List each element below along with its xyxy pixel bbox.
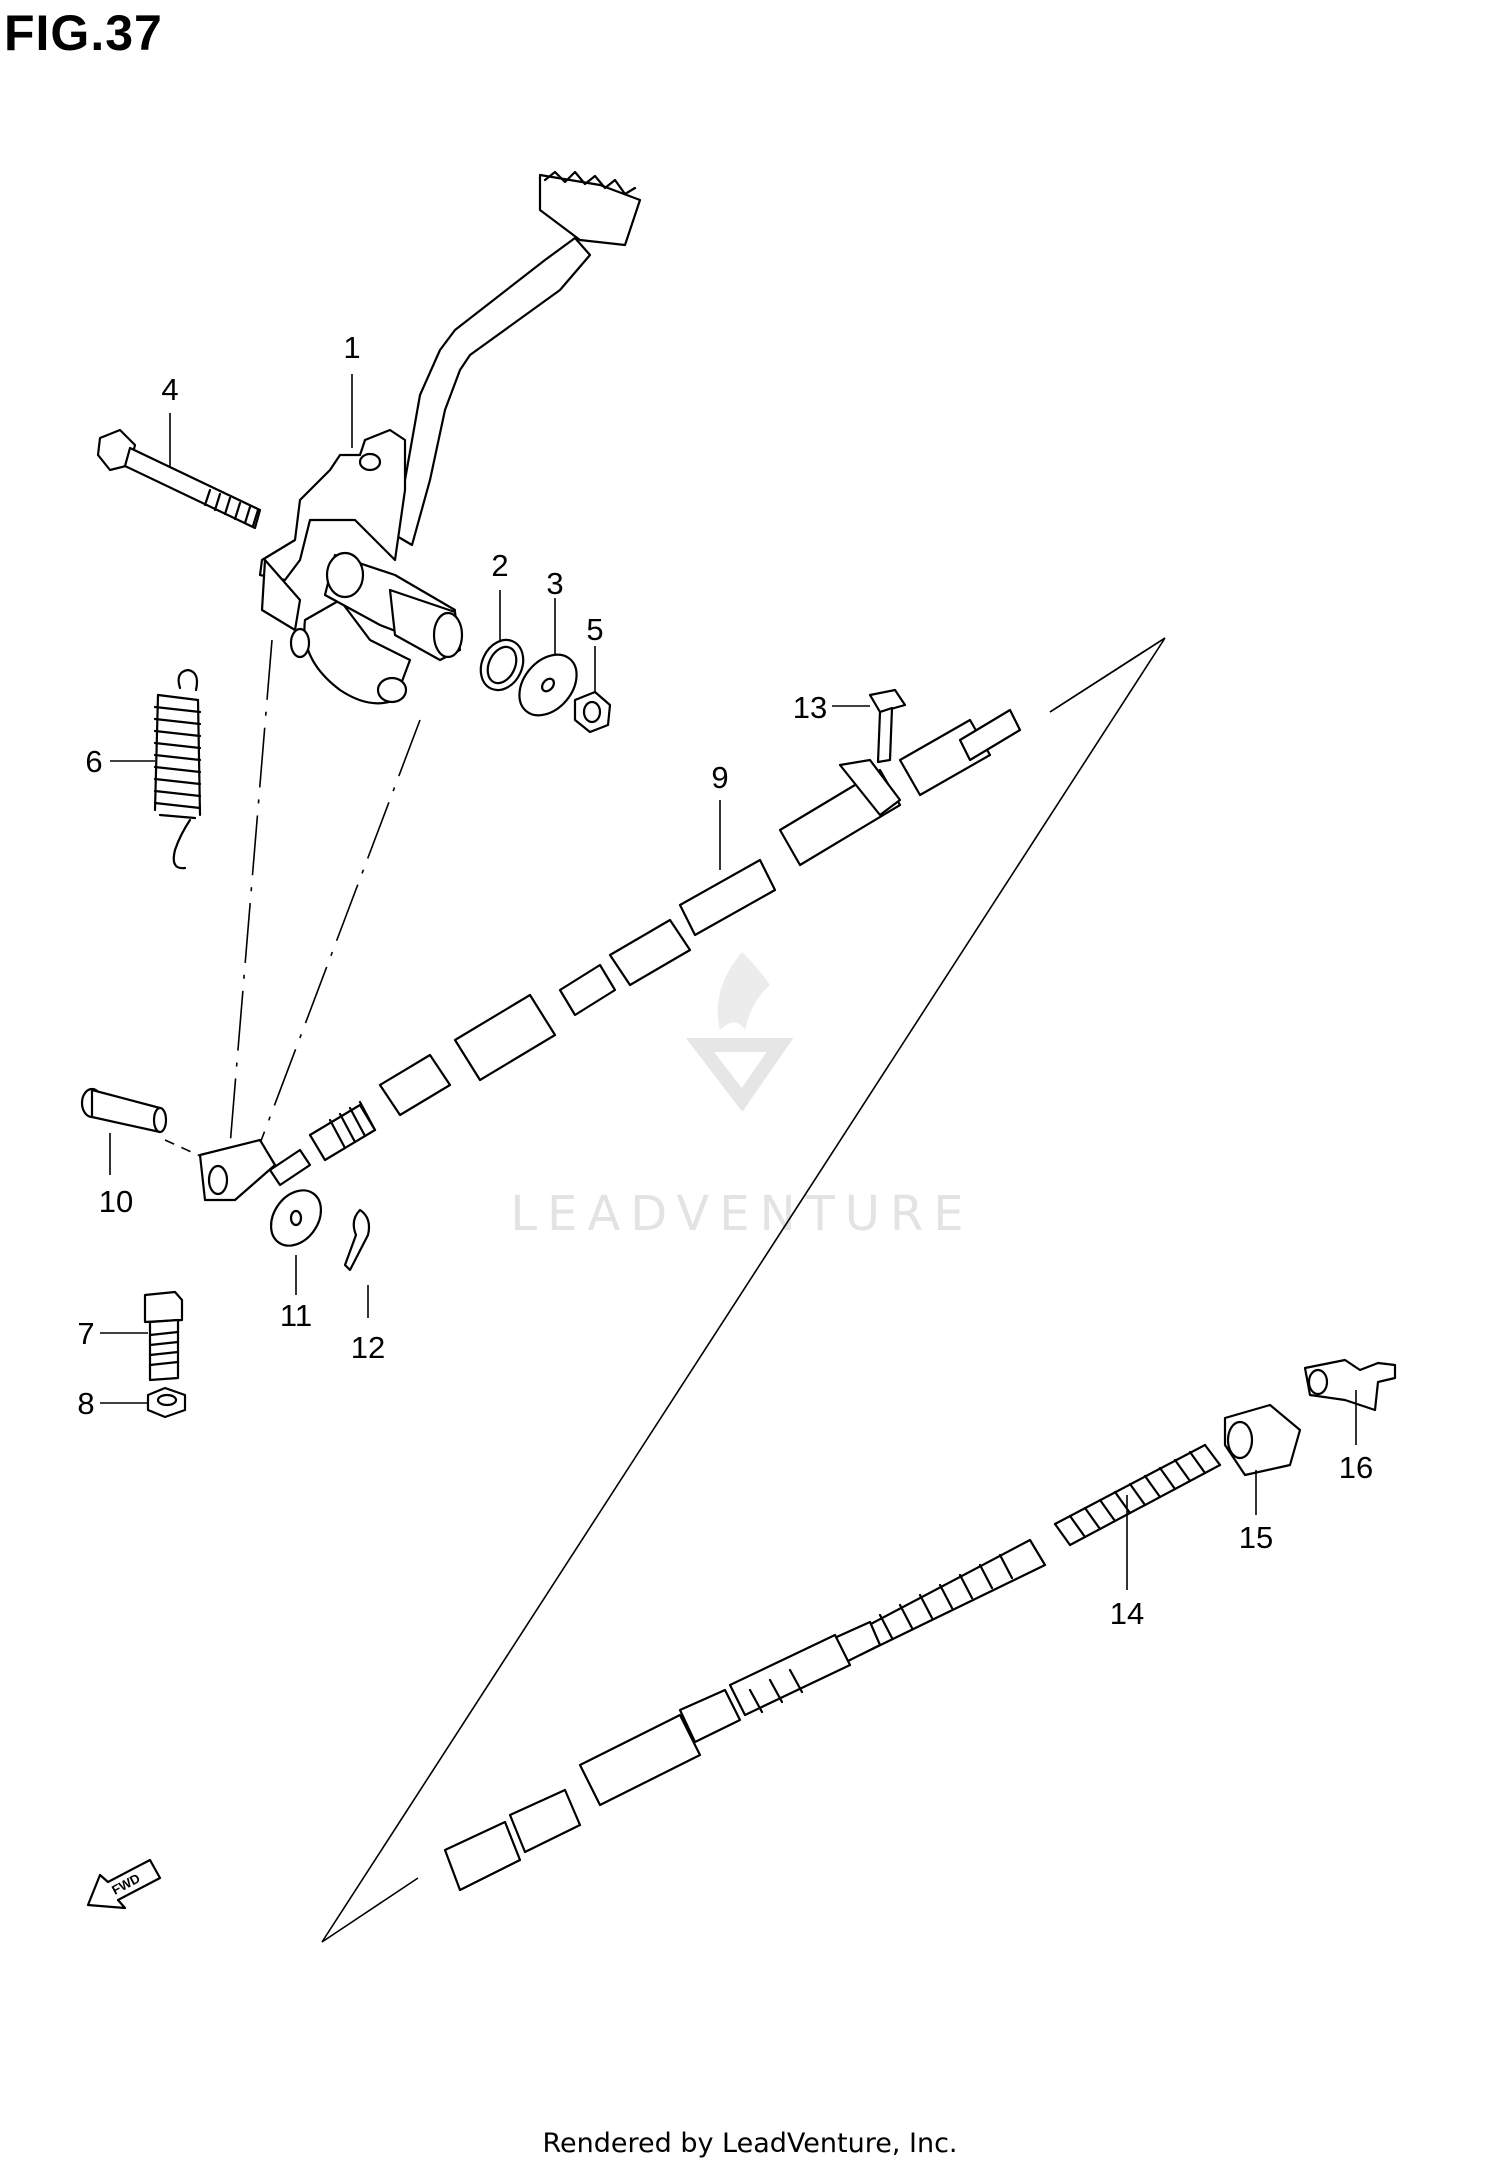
callout-9: 9 xyxy=(711,760,728,795)
cable-end-fitting xyxy=(1303,1358,1397,1412)
callout-10: 10 xyxy=(99,1184,133,1219)
adjuster-bolt xyxy=(143,1290,184,1382)
return-spring xyxy=(153,668,202,870)
callout-13: 13 xyxy=(793,690,827,725)
cable-bracket-bolt xyxy=(868,688,907,764)
washer-pedal xyxy=(518,653,578,717)
watermark-logo xyxy=(685,952,794,1112)
brake-cable-lower xyxy=(443,1538,1047,1892)
callout-15: 15 xyxy=(1239,1520,1273,1555)
brake-cable-upper xyxy=(268,708,1022,1187)
assembly-line-pedal-left xyxy=(227,639,273,1171)
brake-pedal xyxy=(258,170,642,705)
fwd-arrow-icon: FWD xyxy=(86,1858,162,1910)
callout-16: 16 xyxy=(1339,1450,1373,1485)
callout-leaders xyxy=(100,374,1357,1590)
figure-title: FIG.37 xyxy=(4,5,163,61)
cable-spring xyxy=(1053,1443,1222,1547)
callout-12: 12 xyxy=(351,1330,385,1365)
cable-collar xyxy=(1223,1403,1302,1477)
footer-credit: Rendered by LeadVenture, Inc. xyxy=(542,2128,958,2159)
cable-clevis xyxy=(198,1138,277,1202)
callout-11: 11 xyxy=(280,1298,312,1333)
washer-clevis xyxy=(269,1189,323,1247)
callout-4: 4 xyxy=(161,372,178,407)
callout-3: 3 xyxy=(546,566,563,601)
clevis-pin xyxy=(80,1087,168,1134)
adjuster-nut xyxy=(146,1386,187,1419)
cotter-pin xyxy=(343,1208,371,1272)
callout-14: 14 xyxy=(1110,1596,1144,1631)
nut-pedal xyxy=(573,690,612,734)
callout-7: 7 xyxy=(77,1316,94,1351)
callout-1: 1 xyxy=(343,330,360,365)
pedal-pivot-bolt xyxy=(96,428,262,530)
o-ring xyxy=(479,638,525,692)
callout-2: 2 xyxy=(491,548,508,583)
callout-8: 8 xyxy=(77,1386,94,1421)
callout-5: 5 xyxy=(586,612,603,647)
assembly-line-pedal-right xyxy=(249,719,421,1171)
watermark-text: LEADVENTURE xyxy=(510,1186,973,1242)
cable-routing-triangle xyxy=(321,637,1166,1943)
callout-6: 6 xyxy=(85,744,102,779)
